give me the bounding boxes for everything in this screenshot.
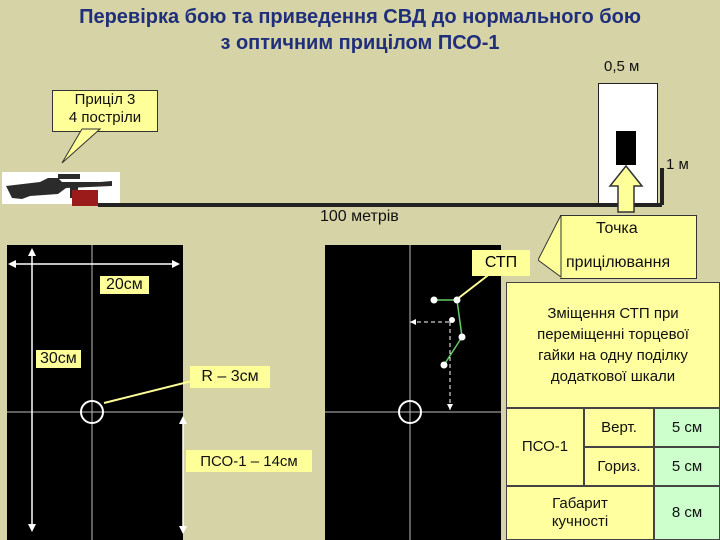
- aim-point-arrow: [608, 164, 644, 213]
- stp-label: СТП: [484, 254, 518, 271]
- radius-pointer: [103, 379, 197, 404]
- rifle-marker: [72, 190, 98, 206]
- info-panel-header: Зміщення СТП при переміщенні торцевої га…: [506, 282, 720, 408]
- footer-value: 8 см: [654, 486, 720, 540]
- row-vertical-value: 5 см: [654, 408, 720, 447]
- distance-label: 100 метрів: [320, 208, 399, 225]
- left-target-panel: [7, 245, 183, 540]
- shot-group: [430, 296, 466, 369]
- row-horizontal-label: Гориз.: [584, 447, 654, 486]
- shot-3: [458, 333, 466, 341]
- sight-callout-line2: 4 постріли: [68, 109, 142, 126]
- aim-point-line1: Точка: [596, 220, 638, 237]
- offset-label: ПСО-1 – 14см: [186, 450, 312, 472]
- shot-2: [453, 296, 461, 304]
- callout-pointer: [61, 128, 102, 164]
- stp-label-box: СТП: [472, 250, 530, 276]
- right-target-circle: [398, 400, 422, 424]
- aim-point-box-pointer: [538, 215, 562, 278]
- radius-label: R – 3см: [190, 366, 270, 388]
- width-arrow-left: [8, 260, 16, 268]
- stp-v-arrowhead: [447, 404, 453, 410]
- footer-label: Габарит кучності: [506, 486, 654, 540]
- title-line-1: Перевірка бою та приведення СВД до норма…: [79, 6, 641, 28]
- left-width-label: 20см: [100, 276, 149, 294]
- title-line-2: з оптичним прицілом ПСО-1: [220, 32, 500, 54]
- scope-label: ПСО-1: [506, 408, 584, 486]
- row-horizontal-value: 5 см: [654, 447, 720, 486]
- right-target-panel: [325, 245, 501, 540]
- left-height-label: 30см: [36, 350, 81, 368]
- target-silhouette: [616, 131, 636, 165]
- row-vertical-label: Верт.: [584, 408, 654, 447]
- stp-h-arrowhead: [410, 319, 416, 325]
- page-title: Перевірка бою та приведення СВД до норма…: [0, 4, 720, 56]
- target-width-label: 0,5 м: [604, 58, 640, 75]
- aim-point-line2: прицілювання: [566, 254, 671, 271]
- offset-arrow-bottom: [179, 526, 187, 534]
- height-arrow-bottom: [28, 524, 36, 532]
- offset-arrow-top: [179, 416, 187, 424]
- left-target-circle: [80, 400, 104, 424]
- height-arrow-top: [28, 248, 36, 256]
- sight-callout: Приціл 3 4 постріли: [52, 90, 158, 132]
- shot-4: [440, 361, 448, 369]
- info-panel: Зміщення СТП при переміщенні торцевої га…: [506, 282, 720, 540]
- sight-callout-line1: Приціл 3: [74, 91, 136, 108]
- shot-1: [430, 296, 438, 304]
- width-arrow-right: [172, 260, 180, 268]
- stp-point: [449, 317, 455, 323]
- target-height-label: 1 м: [666, 156, 689, 173]
- aim-point-box: [560, 215, 697, 279]
